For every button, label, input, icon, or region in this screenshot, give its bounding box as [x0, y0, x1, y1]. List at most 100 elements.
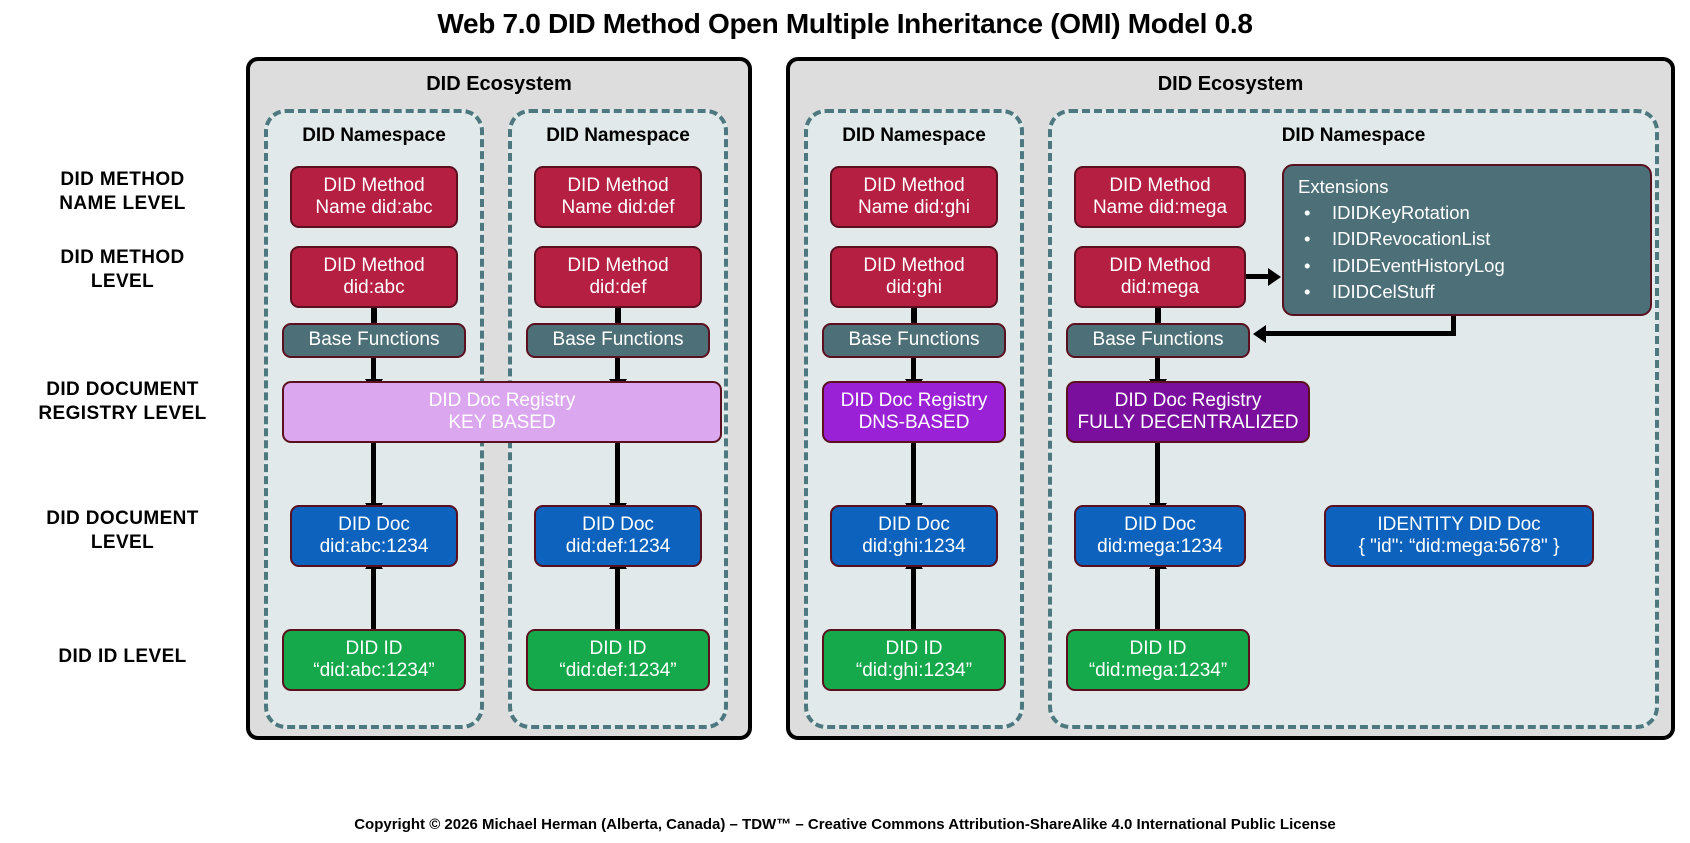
extensions-panel[interactable]: Extensions IDIDKeyRotation IDIDRevocatio…: [1282, 164, 1652, 316]
line2: Name did:def: [561, 197, 675, 218]
ecosystem-left: DID Ecosystem DID Namespace DID Namespac…: [246, 57, 752, 740]
line2: did:mega: [1120, 277, 1200, 298]
namespace-title: DID Namespace: [1281, 125, 1426, 146]
namespace-title: DID Namespace: [302, 125, 446, 146]
row-label-line1: DID DOCUMENT: [46, 508, 199, 529]
line1: DID Doc: [582, 513, 654, 535]
row-label-line2: NAME LEVEL: [59, 192, 186, 214]
line1: DID Doc Registry: [840, 389, 988, 411]
line2: Name did:mega: [1092, 197, 1228, 218]
line1: DID Method: [567, 254, 669, 276]
line1: DID ID: [1129, 637, 1187, 659]
did-doc-registry-box-dns-based[interactable]: DID Doc Registry DNS-BASED: [822, 381, 1006, 443]
base-functions-box-def[interactable]: Base Functions: [526, 323, 710, 358]
did-method-box-def[interactable]: DID Method did:def: [534, 246, 702, 308]
line1: DID Method: [323, 254, 425, 276]
line2: did:mega:1234: [1097, 536, 1223, 557]
did-id-box-mega[interactable]: DID ID “did:mega:1234”: [1066, 629, 1250, 691]
did-method-name-box-mega[interactable]: DID Method Name did:mega: [1074, 166, 1246, 228]
identity-did-doc-box-mega[interactable]: IDENTITY DID Doc { "id": “did:mega:5678"…: [1324, 505, 1594, 567]
line1: IDENTITY DID Doc: [1377, 513, 1541, 535]
row-label-did-document-registry-level: DID DOCUMENT REGISTRY LEVEL: [10, 378, 235, 426]
footer-copyright: Copyright © 2026 Michael Herman (Alberta…: [354, 816, 1336, 833]
arrow-method-to-extensions: [1246, 274, 1270, 279]
line1: DID Method: [323, 174, 425, 196]
did-method-box-ghi[interactable]: DID Method did:ghi: [830, 246, 998, 308]
did-method-name-box-abc[interactable]: DID Method Name did:abc: [290, 166, 458, 228]
connector-method-to-base-abc: [371, 308, 377, 323]
ecosystem-right: DID Ecosystem DID Namespace DID Namespac…: [786, 57, 1675, 740]
line2: FULLY DECENTRALIZED: [1077, 412, 1299, 433]
ecosystem-title: DID Ecosystem: [1157, 73, 1304, 95]
did-id-box-abc[interactable]: DID ID “did:abc:1234”: [282, 629, 466, 691]
line1: DID Method: [567, 174, 669, 196]
ecosystem-title: DID Ecosystem: [426, 73, 572, 95]
line1: DID ID: [885, 637, 943, 659]
did-doc-registry-box-key-based[interactable]: DID Doc Registry KEY BASED: [282, 381, 722, 443]
line1: DID Doc: [878, 513, 950, 535]
line2: DNS-BASED: [858, 412, 970, 433]
did-doc-box-ghi[interactable]: DID Doc did:ghi:1234: [830, 505, 998, 567]
line1: DID Method: [1109, 174, 1211, 196]
line2: KEY BASED: [448, 412, 556, 433]
namespace-title: DID Namespace: [546, 125, 690, 146]
line2: Name did:abc: [315, 197, 433, 218]
did-doc-box-def[interactable]: DID Doc did:def:1234: [534, 505, 702, 567]
extension-item[interactable]: IDIDCelStuff: [1298, 279, 1638, 306]
arrow-base-to-registry-def: [615, 358, 620, 381]
extension-item[interactable]: IDIDEventHistoryLog: [1298, 253, 1638, 280]
row-label-line1: DID DOCUMENT: [46, 379, 199, 400]
base-functions-box-mega[interactable]: Base Functions: [1066, 323, 1250, 358]
arrow-base-to-registry-ghi: [911, 358, 916, 381]
connector-extensions-down: [1451, 316, 1456, 335]
did-id-box-ghi[interactable]: DID ID “did:ghi:1234”: [822, 629, 1006, 691]
did-doc-box-abc[interactable]: DID Doc did:abc:1234: [290, 505, 458, 567]
line1: DID Doc Registry: [428, 389, 576, 411]
row-label-line2: LEVEL: [90, 270, 155, 292]
row-label-line1: DID METHOD: [60, 247, 185, 268]
arrow-id-to-doc-abc: [371, 567, 376, 629]
line2: “did:abc:1234”: [313, 660, 435, 681]
arrow-id-to-doc-def: [615, 567, 620, 629]
line1: DID Doc: [1124, 513, 1196, 535]
line2: “did:def:1234”: [559, 660, 677, 681]
line2: did:abc:1234: [319, 536, 429, 557]
label: Base Functions: [848, 329, 980, 351]
did-method-box-abc[interactable]: DID Method did:abc: [290, 246, 458, 308]
line1: DID Doc: [338, 513, 410, 535]
row-label-line1: DID ID LEVEL: [58, 646, 187, 667]
arrow-registry-to-doc-mega: [1155, 443, 1160, 505]
did-id-box-def[interactable]: DID ID “did:def:1234”: [526, 629, 710, 691]
did-method-box-mega[interactable]: DID Method did:mega: [1074, 246, 1246, 308]
line2: did:def: [589, 277, 647, 298]
arrow-base-to-registry-abc: [371, 358, 376, 381]
did-doc-box-mega[interactable]: DID Doc did:mega:1234: [1074, 505, 1246, 567]
extension-item[interactable]: IDIDKeyRotation: [1298, 200, 1638, 227]
page-title: Web 7.0 DID Method Open Multiple Inherit…: [437, 8, 1253, 39]
did-doc-registry-box-fully-decentralized[interactable]: DID Doc Registry FULLY DECENTRALIZED: [1066, 381, 1310, 443]
did-method-name-box-def[interactable]: DID Method Name did:def: [534, 166, 702, 228]
arrow-id-to-doc-ghi: [911, 567, 916, 629]
line2: did:ghi: [886, 277, 942, 298]
base-functions-box-abc[interactable]: Base Functions: [282, 323, 466, 358]
line2: “did:mega:1234”: [1088, 660, 1228, 681]
extension-item[interactable]: IDIDRevocationList: [1298, 226, 1638, 253]
arrow-extensions-to-base-functions: [1264, 331, 1456, 336]
row-label-did-id-level: DID ID LEVEL: [10, 645, 235, 669]
connector-method-to-base-ghi: [911, 308, 917, 323]
row-label-did-method-name-level: DID METHOD NAME LEVEL: [10, 168, 235, 216]
line1: DID ID: [589, 637, 647, 659]
line1: DID ID: [345, 637, 403, 659]
connector-method-to-base-def: [615, 308, 621, 323]
line2: did:ghi:1234: [862, 536, 966, 557]
label: Base Functions: [552, 329, 684, 351]
line1: DID Method: [863, 174, 965, 196]
line1: DID Method: [863, 254, 965, 276]
arrow-registry-to-doc-def: [615, 443, 620, 505]
label: Base Functions: [308, 329, 440, 351]
row-label-did-method-level: DID METHOD LEVEL: [10, 246, 235, 294]
did-method-name-box-ghi[interactable]: DID Method Name did:ghi: [830, 166, 998, 228]
base-functions-box-ghi[interactable]: Base Functions: [822, 323, 1006, 358]
row-label-line2: REGISTRY LEVEL: [38, 402, 207, 424]
line2: Name did:ghi: [858, 197, 970, 218]
